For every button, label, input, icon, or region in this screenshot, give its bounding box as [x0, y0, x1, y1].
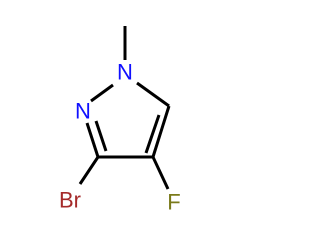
bond-c3-n2: [85, 122, 100, 158]
bond-c5-c4-inner: [144, 114, 161, 154]
bond-n2-n1: [90, 83, 114, 103]
atom-f-label: F: [167, 190, 180, 215]
bond-c5-c4: [151, 105, 171, 158]
molecule-structure: N N Br F: [59, 26, 181, 215]
atom-n1-label: N: [117, 60, 133, 85]
atom-br-label: Br: [59, 188, 81, 213]
bond-c3-n2-inner: [94, 120, 108, 152]
bond-c3-br: [78, 156, 100, 185]
bond-n1-c5: [136, 81, 170, 108]
molecule-diagram: N N Br F: [59, 26, 181, 215]
bond-c4-f: [151, 156, 170, 190]
atom-n2-label: N: [75, 99, 91, 124]
